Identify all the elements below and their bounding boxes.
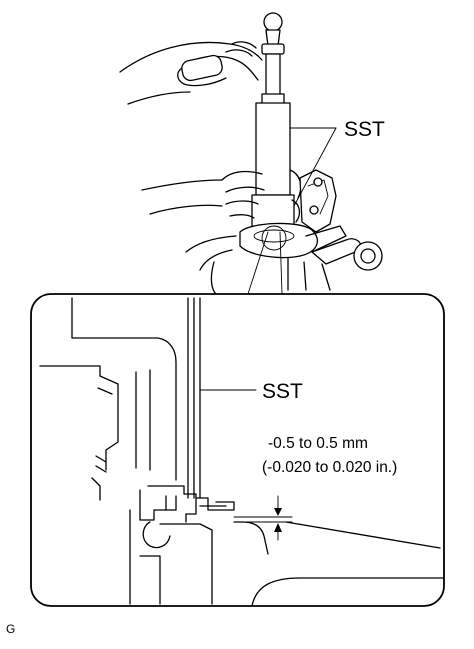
lower-hand [141, 169, 302, 223]
corner-code: G [6, 622, 15, 636]
detail-callout: SST -0.5 to 0.5 mm (-0.020 to 0.020 in.) [30, 293, 445, 607]
sst-detail-label: SST [262, 380, 303, 403]
sst-rod [187, 297, 201, 499]
top-illustration: SST [119, 12, 385, 297]
knuckle-assembly [185, 169, 383, 297]
clearance-dimension [233, 495, 293, 541]
sst-leader-lines [289, 127, 337, 207]
detail-frame [30, 293, 445, 607]
upper-hand [119, 41, 263, 105]
clearance-spec-in: (-0.020 to 0.020 in.) [262, 459, 397, 476]
housing-structure [39, 297, 177, 501]
hammer [261, 12, 285, 105]
clearance-spec-mm: -0.5 to 0.5 mm [268, 435, 368, 452]
sst-tool [251, 93, 295, 234]
magnifier-lines [247, 225, 287, 295]
sst-top-label: SST [344, 118, 385, 141]
bearing-assembly [129, 485, 235, 605]
